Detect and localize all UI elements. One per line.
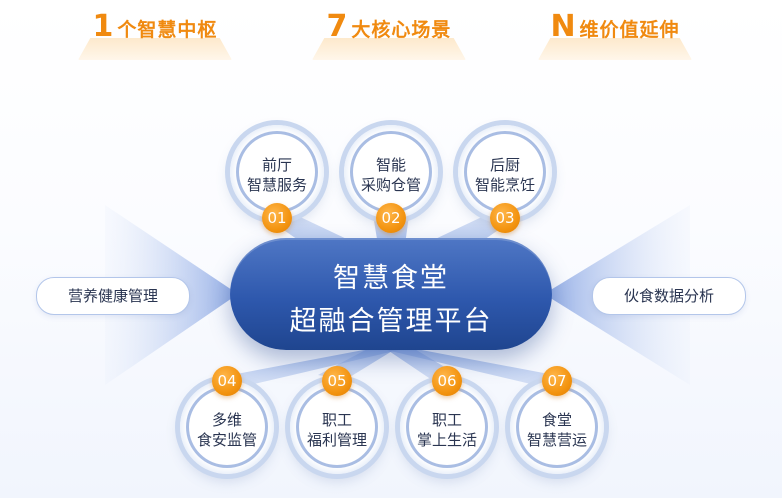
node-label: 职工 掌上生活 (400, 410, 494, 450)
node-label-line1: 前厅 (261, 156, 292, 174)
node-label-line1: 后厨 (489, 156, 520, 174)
node-label: 多维 食安监管 (180, 410, 274, 450)
node-label-line2: 食安监管 (196, 431, 257, 449)
node-label: 食堂 智慧营运 (510, 410, 604, 450)
node-label-line2: 智慧营运 (526, 431, 587, 449)
slogan-number: 1 (92, 9, 115, 44)
center-title-line1: 智慧食堂 (333, 263, 449, 294)
node-07: 食堂 智慧营运 07 (510, 366, 604, 474)
slogan-label: 维价值延伸 (579, 19, 680, 41)
beam-07 (365, 345, 570, 385)
center-title-line2: 超融合管理平台 (289, 306, 493, 337)
slogan-ribbon (78, 38, 232, 60)
node-label-line2: 智慧服务 (246, 176, 307, 194)
node-number-badge: 03 (490, 203, 520, 233)
node-label-line1: 多维 (211, 411, 242, 429)
side-label-nutrition: 营养健康管理 (36, 277, 190, 315)
node-number-badge: 02 (376, 203, 406, 233)
node-02: 智能 采购仓管 02 (344, 125, 438, 233)
node-06: 职工 掌上生活 06 (400, 366, 494, 474)
node-label: 智能 采购仓管 (344, 155, 438, 195)
node-number-badge: 07 (542, 366, 572, 396)
side-label-data-analysis: 伙食数据分析 (592, 277, 746, 315)
slogan-ribbon (538, 38, 692, 60)
node-label-line1: 食堂 (541, 411, 572, 429)
node-ring (296, 386, 378, 468)
node-label-line1: 职工 (321, 411, 352, 429)
node-01: 前厅 智慧服务 01 (230, 125, 324, 233)
node-ring (516, 386, 598, 468)
node-label-line2: 智能烹饪 (474, 176, 535, 194)
slogan-number: N (550, 9, 577, 44)
slogan-label: 大核心场景 (351, 19, 452, 41)
node-05: 职工 福利管理 05 (290, 366, 384, 474)
node-ring (236, 131, 318, 213)
node-ring (350, 131, 432, 213)
node-number-badge: 06 (432, 366, 462, 396)
node-number-badge: 05 (322, 366, 352, 396)
node-label-line2: 掌上生活 (416, 431, 477, 449)
node-label-line1: 智能 (375, 156, 406, 174)
node-label-line2: 采购仓管 (360, 176, 421, 194)
slogan-ribbon (312, 38, 466, 60)
node-label: 前厅 智慧服务 (230, 155, 324, 195)
node-label: 职工 福利管理 (290, 410, 384, 450)
node-number-badge: 01 (262, 203, 292, 233)
node-label: 后厨 智能烹饪 (458, 155, 552, 195)
node-ring (186, 386, 268, 468)
slogan-label: 个智慧中枢 (117, 19, 218, 41)
node-ring (406, 386, 488, 468)
node-04: 多维 食安监管 04 (180, 366, 274, 474)
node-label-line1: 职工 (431, 411, 462, 429)
slogan-number: 7 (326, 9, 349, 44)
node-03: 后厨 智能烹饪 03 (458, 125, 552, 233)
node-number-badge: 04 (212, 366, 242, 396)
center-platform: 智慧食堂 超融合管理平台 (230, 238, 552, 350)
node-label-line2: 福利管理 (306, 431, 367, 449)
node-ring (464, 131, 546, 213)
